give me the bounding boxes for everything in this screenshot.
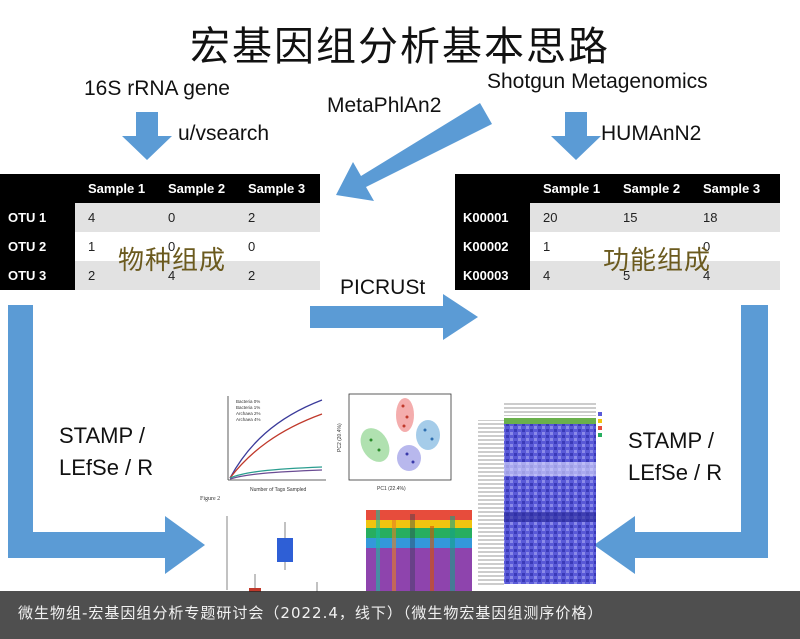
table-cell: 2: [248, 210, 256, 225]
table-cell: 2: [88, 268, 96, 283]
arrow-picrust-right: [310, 294, 478, 340]
ko-table-header: Sample 1 Sample 2 Sample 3: [455, 174, 780, 203]
label-stamp-left: STAMP / LEfSe / R: [59, 420, 153, 484]
label-stamp-right: STAMP / LEfSe / R: [628, 425, 722, 489]
table-cell: 5: [623, 268, 631, 283]
otu-header-sample1: Sample 1: [88, 181, 146, 196]
heatmap-thumbnail: [478, 402, 602, 585]
arrow-right-l: [594, 305, 768, 574]
table-row: OTU 2 1 0 0: [0, 232, 320, 261]
pca-thumbnail: PC1 (22.4%) PC2 (20.4%): [335, 390, 455, 498]
label-shotgun: Shotgun Metagenomics: [487, 70, 708, 93]
otu-header-sample2: Sample 2: [168, 181, 226, 196]
rarefaction-legend-item: Bacteria 1%: [236, 405, 260, 410]
otu-header-sample3: Sample 3: [248, 181, 306, 196]
arrow-metaphlan-diagonal: [336, 103, 492, 201]
table-row: OTU 3 2 4 2: [0, 261, 320, 290]
table-row: K00002 1 0: [455, 232, 780, 261]
rarefaction-thumbnail: Bacteria 0% Bacteria 1% Archaea 2% Archa…: [200, 390, 330, 498]
otu-row-label: OTU 3: [0, 261, 75, 290]
table-cell: 20: [543, 210, 558, 225]
table-cell: 4: [543, 268, 551, 283]
pca-ylabel: PC2 (20.4%): [337, 423, 343, 452]
ko-row-label: K00001: [455, 203, 530, 232]
label-16s-rrna: 16S rRNA gene: [84, 77, 230, 100]
arrow-16s-down: [122, 112, 172, 160]
table-cell: 18: [703, 210, 718, 225]
otu-overlay-label: 物种组成: [118, 246, 227, 276]
boxplot-thumbnail: [205, 512, 353, 592]
label-stamp-left-line1: STAMP /: [59, 423, 145, 448]
pca-xlabel: PC1 (22.4%): [377, 486, 406, 492]
table-cell: 0: [703, 239, 711, 254]
table-cell: 15: [623, 210, 638, 225]
ko-header-sample2: Sample 2: [623, 181, 681, 196]
table-cell: 2: [248, 268, 256, 283]
otu-row-label: OTU 2: [0, 232, 75, 261]
table-cell: 4: [88, 210, 96, 225]
diagram-title: 宏基因组分析基本思路: [190, 24, 610, 70]
figure-label: Figure 2: [200, 496, 221, 502]
label-stamp-right-line2: LEfSe / R: [628, 460, 723, 485]
table-cell: 1: [543, 239, 551, 254]
arrow-left-l: [8, 305, 205, 574]
table-cell: 0: [168, 210, 176, 225]
ko-table: Sample 1 Sample 2 Sample 3 K00001 20 15 …: [455, 174, 780, 290]
label-humann: HUMAnN2: [601, 122, 702, 145]
ko-overlay-label: 功能组成: [603, 246, 712, 276]
label-picrust: PICRUSt: [340, 276, 426, 299]
ko-header-sample1: Sample 1: [543, 181, 601, 196]
label-metaphlan: MetaPhlAn2: [327, 94, 442, 117]
stacked-bar-thumbnail: [364, 506, 474, 591]
otu-table-header: Sample 1 Sample 2 Sample 3: [0, 174, 320, 203]
table-row: OTU 1 4 0 2: [0, 203, 320, 232]
otu-table: Sample 1 Sample 2 Sample 3 OTU 1 4 0 2 O…: [0, 174, 320, 290]
table-row: K00001 20 15 18: [455, 203, 780, 232]
arrow-humann-down: [551, 112, 601, 160]
table-cell: 1: [88, 239, 96, 254]
label-stamp-left-line2: LEfSe / R: [59, 455, 154, 480]
ko-header-sample3: Sample 3: [703, 181, 761, 196]
table-cell: 0: [168, 239, 176, 254]
otu-row-label: OTU 1: [0, 203, 75, 232]
table-row: K00003 4 5 4: [455, 261, 780, 290]
table-cell: 4: [168, 268, 176, 283]
caption-bar: 微生物组-宏基因组分析专题研讨会（2022.4，线下）（微生物宏基因组测序价格）: [0, 591, 800, 639]
rarefaction-legend-item: Bacteria 0%: [236, 399, 260, 404]
stacked-bars: [366, 510, 472, 591]
rarefaction-xlabel: Number of Tags Sampled: [250, 487, 307, 493]
ko-row-label: K00003: [455, 261, 530, 290]
table-cell: 4: [703, 268, 711, 283]
label-vsearch: u/vsearch: [178, 122, 270, 145]
rarefaction-legend-item: Archaea 2%: [236, 411, 261, 416]
ko-row-label: K00002: [455, 232, 530, 261]
table-cell: 0: [248, 239, 256, 254]
rarefaction-legend-item: Archaea 4%: [236, 417, 261, 422]
label-stamp-right-line1: STAMP /: [628, 428, 714, 453]
